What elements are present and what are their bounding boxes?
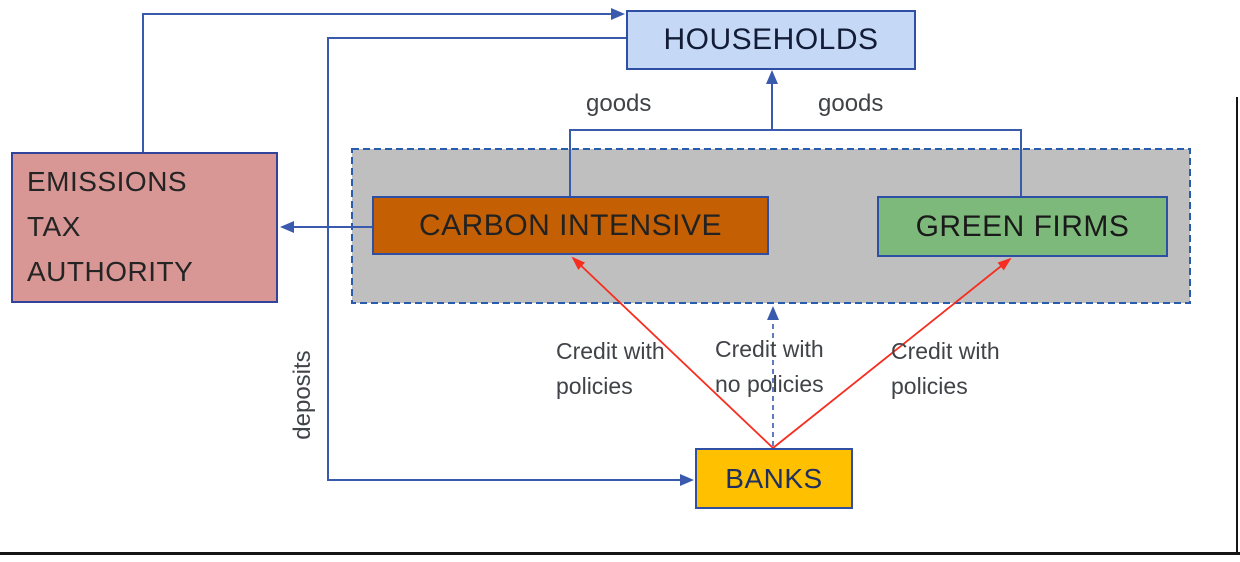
credit-with-no-policies-line2: no policies [715,370,824,397]
credit-with-policies-left-line2: policies [556,372,633,399]
goods-label-right: goods [818,90,884,117]
credit-with-policies-label-left: Credit with policies [556,334,665,403]
tax-to-households-arrow [142,8,625,152]
credit-policies-left-arrow [571,256,774,449]
goods-collector-line [569,129,1022,196]
banks-label: BANKS [725,462,823,494]
banks-node: BANKS [695,448,853,509]
credit-with-no-policies-line1: Credit with [715,336,824,362]
emissions-tax-authority-label-line2: TAX [27,211,81,243]
deposits-label: deposits [289,350,316,440]
credit-policies-right-arrow [772,257,1012,449]
credit-with-no-policies-label: Credit with no policies [715,332,824,401]
green-firms-label: GREEN FIRMS [915,209,1130,243]
credit-with-policies-right-line2: policies [891,372,968,399]
households-label: HOUSEHOLDS [663,23,879,56]
credit-with-policies-left-line1: Credit with [556,338,665,364]
page-bottom-border [0,552,1240,555]
carbon-intensive-label: CARBON INTENSIVE [418,208,723,242]
emissions-tax-authority-label-line1: EMISSIONS [27,166,188,198]
goods-label-left: goods [586,90,652,117]
credit-with-policies-label-right: Credit with policies [891,334,1000,403]
deposits-arrow [327,37,694,486]
emissions-tax-authority-label-line3: AUTHORITY [27,255,194,287]
credit-with-policies-right-line1: Credit with [891,338,1000,364]
carbon-intensive-node: CARBON INTENSIVE [372,196,769,255]
page-right-border [1236,97,1238,555]
green-firms-node: GREEN FIRMS [877,196,1168,257]
emissions-tax-authority-node: EMISSIONS TAX AUTHORITY [11,152,278,303]
households-node: HOUSEHOLDS [626,10,916,70]
